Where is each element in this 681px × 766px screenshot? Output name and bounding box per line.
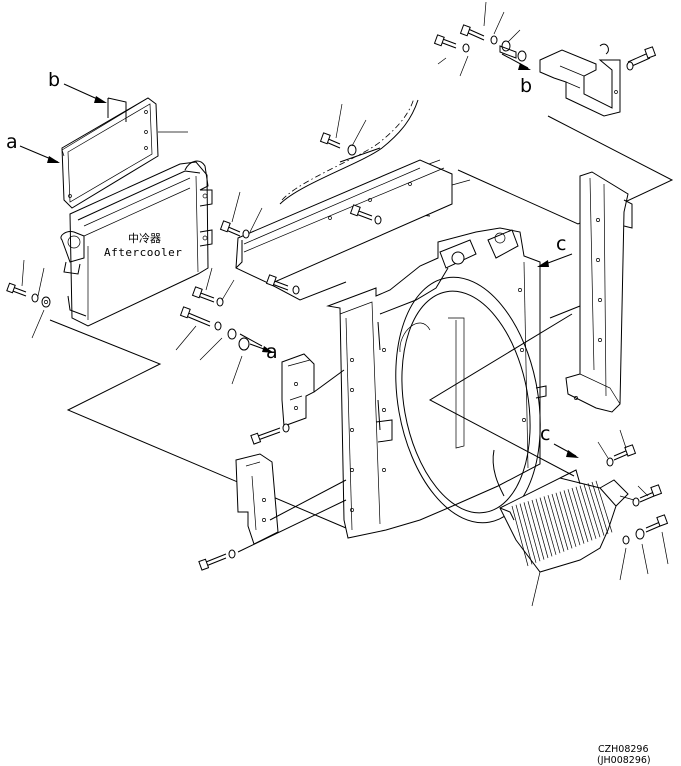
figure-code-primary: CZH08296 xyxy=(598,744,649,755)
grille-slat xyxy=(579,485,597,539)
shroud-frame xyxy=(326,227,547,539)
assembly-line-left xyxy=(49,319,347,529)
bolt-cross-member xyxy=(219,191,263,239)
grille-slat xyxy=(535,498,553,557)
bolt-top-right xyxy=(626,46,657,71)
hose-dashed xyxy=(281,97,415,201)
hose-outline xyxy=(279,99,419,205)
callout-b-right: b xyxy=(520,75,532,97)
screen-panel xyxy=(61,97,159,209)
bolt-bottom-left xyxy=(198,549,236,571)
grille-slat xyxy=(551,493,569,551)
arrow-b-left-head xyxy=(94,96,107,103)
grille-slat xyxy=(583,484,601,538)
grille-slat xyxy=(559,491,577,547)
grille-slat xyxy=(531,499,549,559)
left-bracket-upper xyxy=(281,353,315,427)
grille-slat xyxy=(543,496,561,554)
bolts-upper-center xyxy=(319,103,367,156)
assembly-line-top-right xyxy=(457,115,674,225)
grille-slat xyxy=(563,490,581,546)
aftercooler-label-cn: 中冷器 xyxy=(128,232,161,245)
top-right-bracket xyxy=(539,43,621,117)
arrow-c-upper-head xyxy=(537,260,549,267)
grille-slat xyxy=(555,492,573,549)
arrow-c-lower-head xyxy=(566,450,579,458)
arrow-b-right-head xyxy=(518,63,531,70)
grille-slat xyxy=(547,495,565,552)
grille-slat xyxy=(575,486,593,541)
assembly-line-right-mid xyxy=(428,313,575,477)
grille-slat xyxy=(571,487,589,543)
arrow-a-left-head xyxy=(47,156,60,163)
fan-guard xyxy=(499,469,629,573)
grille-slat xyxy=(539,497,557,555)
upper-cross-member xyxy=(235,159,453,301)
bolt-set-left xyxy=(6,259,51,339)
grille-slat xyxy=(591,481,609,535)
bolt-set-mid xyxy=(175,267,300,385)
callout-c-lower: c xyxy=(540,423,550,445)
bolt-stay xyxy=(349,204,382,225)
leader-upper xyxy=(339,147,381,163)
bolt-lower-left-mid xyxy=(250,423,290,445)
grille-slat xyxy=(567,489,585,544)
grille-slat xyxy=(527,501,545,560)
leader-bracket xyxy=(313,369,345,393)
leader-lower-bracket xyxy=(269,479,347,521)
callout-c-upper: c xyxy=(556,233,566,255)
left-bracket-lower xyxy=(235,453,279,545)
grille-slat xyxy=(511,505,529,567)
aftercooler-label-en: Aftercooler xyxy=(104,246,182,259)
right-column xyxy=(565,171,633,413)
leader-bottom-left xyxy=(237,499,347,553)
callout-a-left: a xyxy=(6,131,18,153)
top-bracket-bolts xyxy=(433,1,527,77)
arrow-a-middle-head xyxy=(262,346,274,353)
grille-slat xyxy=(515,504,533,565)
leader-right-column xyxy=(549,305,581,319)
callout-b-left: b xyxy=(48,69,60,91)
grille-slat xyxy=(519,503,537,563)
grille-slat xyxy=(523,502,541,562)
aftercooler-core xyxy=(60,160,213,327)
grille-slat xyxy=(595,480,613,533)
grille-slat xyxy=(587,483,605,536)
bolts-fan-guard xyxy=(531,429,669,607)
figure-code-secondary: (JH008296) xyxy=(597,755,651,766)
